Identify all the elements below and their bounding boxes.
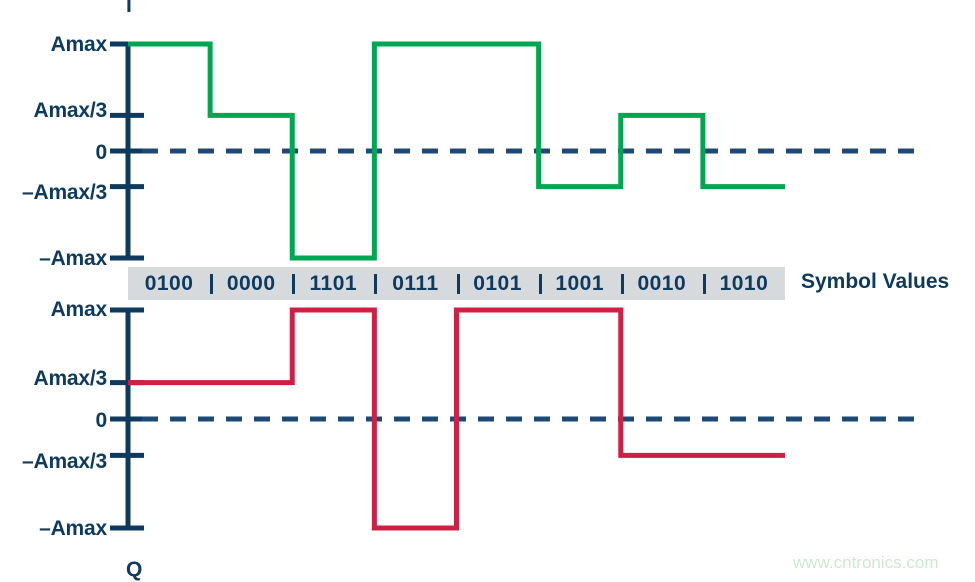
i-tick-label-zero: 0: [95, 141, 108, 164]
i-tick-label-amax: Amax: [50, 33, 108, 56]
symbol-cell: 1010: [702, 272, 785, 296]
watermark: www.cntronics.com: [793, 553, 939, 572]
i-tick-label-neg-amax-3: –Amax/3: [22, 181, 107, 204]
q-plot-group: [110, 307, 918, 531]
symbol-values-title: Symbol Values: [801, 270, 950, 293]
i-waveform-trace: [128, 41, 785, 261]
q-tick-label-amax: Amax: [50, 298, 108, 321]
symbol-cell: 0010: [620, 272, 703, 296]
i-plot-group: [110, 41, 918, 261]
symbol-cell: 0000: [210, 272, 292, 296]
symbol-cell: 0100: [144, 271, 194, 295]
q-tick-label-neg-amax: –Amax: [39, 517, 107, 540]
q-tick-label-amax-3: Amax/3: [33, 367, 107, 390]
q-tick-label-neg-amax-3: –Amax/3: [22, 450, 107, 473]
q-waveform-trace: [128, 307, 785, 531]
i-axis-name: I: [126, 0, 132, 17]
symbol-cell: 0101: [456, 272, 539, 296]
i-tick-label-amax-3: Amax/3: [33, 99, 107, 122]
symbol-cell: 0111: [374, 272, 456, 296]
q-axis-name: Q: [126, 558, 143, 581]
i-tick-label-neg-amax: –Amax: [39, 247, 107, 270]
symbol-cell: 1101: [292, 272, 374, 296]
q-tick-label-zero: 0: [95, 409, 108, 432]
symbol-cell: 1001: [538, 272, 621, 296]
